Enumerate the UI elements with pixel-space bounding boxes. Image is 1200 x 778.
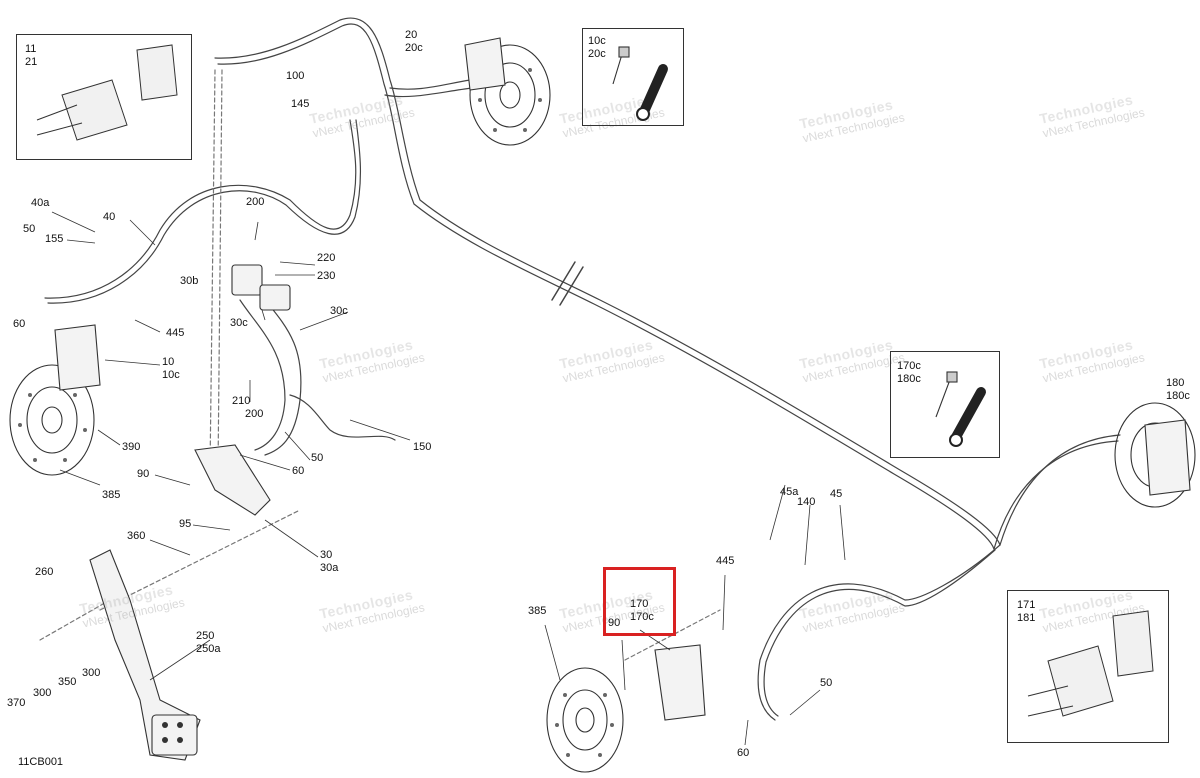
main-brake-line (214, 17, 1001, 546)
callout-445: 445 (166, 327, 185, 339)
callout-300-left: 300 (33, 687, 52, 699)
callout-385: 385 (102, 489, 121, 501)
callout-385-lower: 385 (528, 605, 547, 617)
callout-360: 360 (127, 530, 146, 542)
diagram-code: 11CB001 (18, 756, 64, 768)
callout-200: 200 (246, 196, 265, 208)
inset-brake-pads-front (16, 34, 192, 160)
callout-30c-left: 30c (230, 317, 248, 329)
callout-95: 95 (179, 518, 192, 530)
callout-260: 260 (35, 566, 54, 578)
callout-20c-inset: 20c (588, 48, 606, 60)
callout-60-lower: 60 (737, 747, 750, 759)
inset-bleeder-rear (890, 351, 1000, 458)
inset-bleeder-front (582, 28, 684, 126)
callout-20: 20 (405, 29, 418, 41)
callout-30b: 30b (180, 275, 199, 287)
bleeder-illustration (612, 46, 668, 121)
callout-21: 21 (25, 56, 38, 68)
highlighted-callout-box[interactable] (603, 567, 676, 636)
callout-30: 30 (320, 549, 333, 561)
callout-350: 350 (58, 676, 77, 688)
callout-40: 40 (103, 211, 116, 223)
callout-170[interactable]: 170 (630, 598, 649, 610)
callout-10c-inset: 10c (588, 35, 606, 47)
callout-200-lower: 200 (245, 408, 264, 420)
brake-pad-illustration (1027, 610, 1154, 717)
callout-250a: 250a (196, 643, 221, 655)
bleeder-illustration (935, 371, 986, 447)
callout-170c-inset: 170c (897, 360, 921, 372)
callout-90: 90 (137, 468, 150, 480)
callout-60: 60 (13, 318, 26, 330)
callout-445-lower: 445 (716, 555, 735, 567)
callout-155: 155 (45, 233, 64, 245)
callout-145: 145 (291, 98, 310, 110)
callout-11: 11 (25, 43, 37, 55)
callout-50-mid: 50 (311, 452, 324, 464)
callout-230: 230 (317, 270, 336, 282)
callout-250: 250 (196, 630, 215, 642)
callout-90-lower[interactable]: 90 (608, 617, 621, 629)
callout-171: 171 (1017, 599, 1036, 611)
callout-30c-right: 30c (330, 305, 348, 317)
callout-45: 45 (830, 488, 843, 500)
inset-brake-pads-rear (1007, 590, 1169, 743)
callout-20c: 20c (405, 42, 423, 54)
callout-60-mid: 60 (292, 465, 305, 477)
callout-180c: 180c (1166, 390, 1190, 402)
callout-181: 181 (1017, 612, 1036, 624)
callout-30a: 30a (320, 562, 339, 574)
callout-40a: 40a (31, 197, 50, 209)
callout-170c[interactable]: 170c (630, 611, 654, 623)
callout-220: 220 (317, 252, 336, 264)
brake-pad-illustration (36, 44, 178, 141)
callout-390: 390 (122, 441, 141, 453)
callout-45a: 45a (780, 486, 799, 498)
callout-10c: 10c (162, 369, 180, 381)
callout-140: 140 (797, 496, 816, 508)
callout-150: 150 (413, 441, 432, 453)
callout-10: 10 (162, 356, 175, 368)
callout-50-lower: 50 (820, 677, 833, 689)
callout-50: 50 (23, 223, 36, 235)
callout-300-right: 300 (82, 667, 101, 679)
callout-180c-inset: 180c (897, 373, 921, 385)
callout-180: 180 (1166, 377, 1185, 389)
callout-210: 210 (232, 395, 251, 407)
callout-100: 100 (286, 70, 305, 82)
callout-370: 370 (7, 697, 26, 709)
